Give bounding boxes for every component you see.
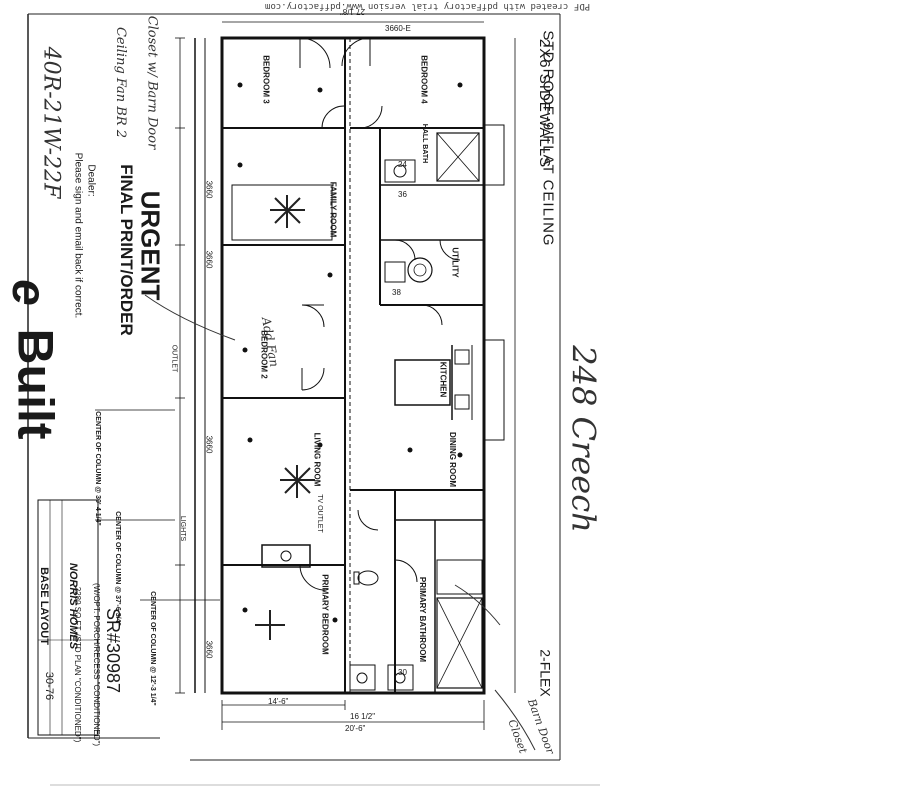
sqft-line1: 2280 SQ.FT. (STD PLAN "CONDITIONED") [73, 586, 83, 743]
urgent-stamp: URGENT [135, 190, 166, 301]
final-print-label: FINAL PRINT/ORDER [116, 164, 136, 336]
closet-note-line2: Ceiling Fan BR 2 [113, 26, 129, 139]
dim-top-3660: 3660-E [385, 24, 411, 33]
room-hall-bath: HALL BATH [421, 123, 429, 164]
dim-left-3660b: 3660 [204, 250, 214, 269]
dim-bottom-20-6: 20'-6" [345, 724, 366, 733]
dim-top-27: 27 1/8" [340, 7, 366, 16]
room-bedroom2: BEDROOM 2 [259, 330, 269, 379]
closet-note-line1: Closet w/ Barn Door [144, 15, 160, 150]
dim-bottom-16: 16 1/2" [350, 712, 376, 721]
model-number: 30-76 [43, 671, 56, 701]
room-primary-bath: PRIMARY BATHROOM [418, 576, 428, 663]
center-column-3: CENTER OF COLUMN @ 12'-3 1/4" [148, 591, 156, 706]
pdf-notice: PDF created with pdfFactory trial versio… [265, 1, 591, 11]
dim-left-3660a: 3660 [204, 180, 214, 199]
room-kitchen: KITCHEN [438, 361, 448, 398]
room-utility: UTILITY [450, 247, 460, 278]
room-dining: DINING ROOM [448, 431, 458, 488]
center-column-2: CENTER OF COLUMN @ 37'-6 3/4" [113, 511, 121, 626]
tv-outlet-label: TV OUTLET [315, 494, 323, 533]
sqft-line2: (W/OPT. PORCH/RECESS "CONDITIONED") [92, 582, 102, 747]
fixture-24: 24 [398, 160, 407, 169]
fixture-38: 38 [392, 288, 401, 297]
sign-instruction: Please sign and email back if correct. [72, 152, 84, 319]
room-primary-bedroom: PRIMARY BEDROOM [320, 574, 330, 655]
flex-label: 2-FLEX [537, 649, 554, 697]
fixture-30: 30 [398, 668, 407, 677]
dim-left-3660d: 3660 [204, 640, 214, 659]
dim-bottom-14-6: 14'-6" [268, 697, 289, 706]
lights-label: LIGHTS [179, 515, 187, 542]
center-column-1: CENTER OF COLUMN @ 30'-4 1/4" [93, 411, 101, 526]
ebuilt-logo-e: e [1, 279, 55, 306]
dealer-label: Dealer: [85, 164, 97, 197]
ebuilt-logo-built: Built [7, 328, 64, 440]
outlet-label: OUTLET [170, 344, 178, 373]
address-note: 248 Creech [564, 345, 603, 533]
room-bedroom4: BEDROOM 4 [419, 55, 429, 104]
room-family: FAMILY ROOM [328, 181, 338, 238]
dim-left-3660c: 3660 [204, 435, 214, 454]
room-living: LIVING ROOM [312, 432, 322, 487]
fixture-36: 36 [398, 190, 407, 199]
model-code: 40R-21W-22F [38, 46, 64, 199]
base-layout-label: BASE LAYOUT [37, 567, 50, 645]
room-bedroom3: BEDROOM 3 [261, 55, 271, 104]
wall-spec: 2X6 SIDEWALLS [536, 38, 554, 169]
